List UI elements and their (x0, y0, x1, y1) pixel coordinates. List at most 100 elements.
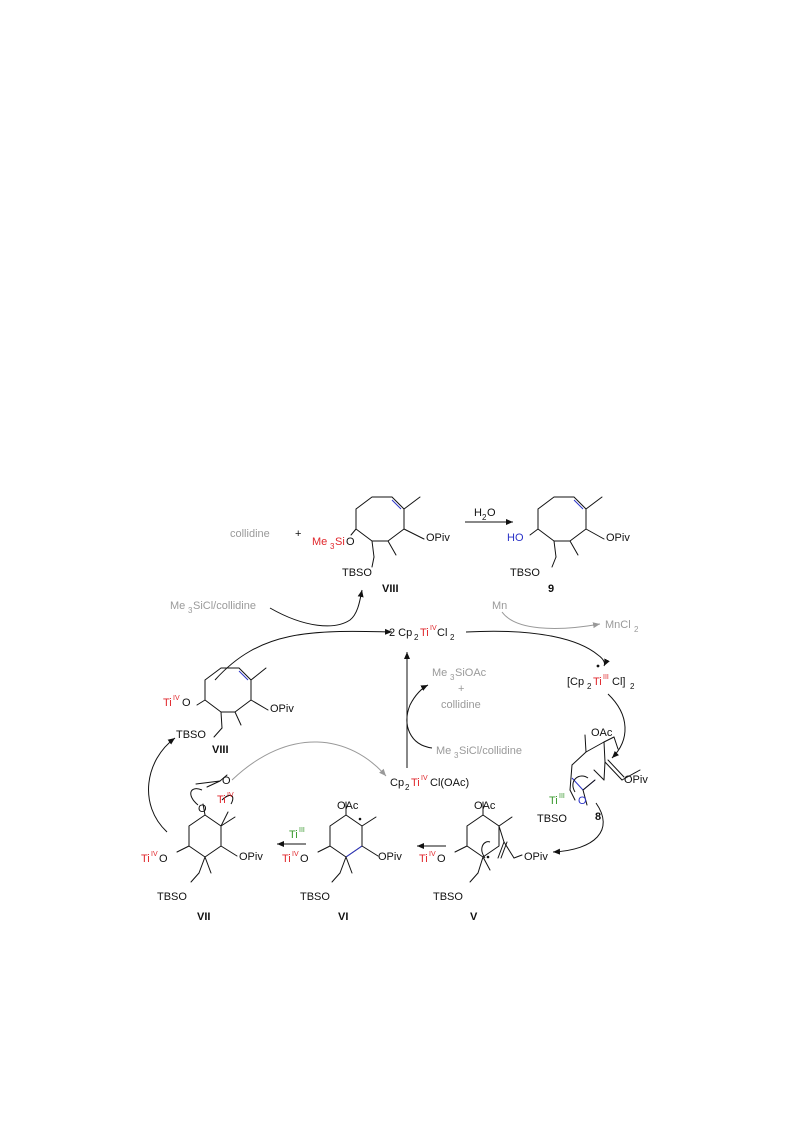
svg-text:Ti: Ti (420, 627, 429, 639)
acetate-transfer-arrow (231, 741, 387, 781)
svg-text:V: V (470, 911, 478, 923)
svg-text:[Cp: [Cp (567, 676, 584, 688)
svg-text:3: 3 (188, 606, 193, 615)
svg-text:TBSO: TBSO (510, 567, 540, 579)
cp2ticl-oac: Cp 2 Ti IV Cl(OAc) (390, 775, 469, 792)
svg-text:OAc: OAc (337, 800, 359, 812)
reduction-arrow (465, 630, 610, 667)
svg-text:H: H (474, 507, 482, 519)
svg-text:8: 8 (595, 811, 601, 823)
svg-text:TBSO: TBSO (342, 567, 372, 579)
svg-text:III: III (559, 793, 565, 800)
svg-text:Ti: Ti (141, 853, 150, 865)
svg-text:TBSO: TBSO (433, 891, 463, 903)
svg-text:OPiv: OPiv (524, 851, 548, 863)
svg-text:OPiv: OPiv (378, 851, 402, 863)
svg-text:Ti: Ti (282, 853, 291, 865)
svg-text:VII: VII (197, 911, 210, 923)
svg-text:Me: Me (170, 600, 185, 612)
svg-text:+: + (458, 683, 464, 695)
svg-text:9: 9 (548, 583, 554, 595)
mid-me3sicl-collidine: Me 3 SiCl/collidine (436, 745, 522, 760)
svg-text:O: O (578, 795, 587, 807)
svg-text:OPiv: OPiv (426, 532, 450, 544)
ti-iii-reagent: Ti III (289, 827, 305, 841)
svg-text:Me: Me (436, 745, 451, 757)
svg-text:Ti: Ti (411, 777, 420, 789)
svg-text:O: O (487, 507, 496, 519)
svg-text:2: 2 (405, 783, 410, 792)
svg-text:Ti: Ti (549, 795, 558, 807)
svg-text:2: 2 (450, 633, 455, 642)
svg-text:IV: IV (429, 851, 436, 858)
intermediate-vii: O O Ti IV Ti IV O OPiv TBSO VII (141, 774, 263, 923)
svg-text:Cl: Cl (437, 627, 447, 639)
svg-text:Ti: Ti (217, 794, 226, 806)
epoxide-substrate-8: OAc OPiv Ti III O TBSO 8 (537, 727, 648, 825)
mn-to-mncl2-arrow (501, 611, 601, 629)
svg-text:+: + (295, 528, 301, 540)
svg-text:2: 2 (414, 633, 419, 642)
svg-text:O: O (159, 853, 168, 865)
svg-text:Mn: Mn (492, 600, 507, 612)
svg-text:3: 3 (330, 542, 335, 551)
hydrolysis-arrow: H 2 O (465, 507, 513, 525)
top-byproduct-collidine: collidine + (230, 528, 301, 540)
epoxide-opening-arrow (607, 693, 626, 759)
svg-text:TBSO: TBSO (157, 891, 187, 903)
vii-to-viii-arrow (148, 737, 176, 833)
svg-text:VIII: VIII (382, 583, 399, 595)
svg-text:O: O (182, 697, 191, 709)
svg-text:collidine: collidine (441, 699, 481, 711)
svg-text:MnCl: MnCl (605, 619, 631, 631)
svg-text:Ti: Ti (289, 829, 298, 841)
me3sicl-collidine-reagent: Me 3 SiCl/collidine (170, 600, 256, 615)
svg-text:O: O (222, 775, 231, 787)
svg-text:SiOAc: SiOAc (455, 667, 487, 679)
radical-intermediate-vi: OAc Ti IV O OPiv TBSO VI (282, 800, 402, 923)
svg-text:SiCl/collidine: SiCl/collidine (193, 600, 256, 612)
8-to-v-arrow (552, 802, 604, 855)
svg-text:IV: IV (292, 851, 299, 858)
svg-text:2 Cp: 2 Cp (389, 627, 412, 639)
svg-text:TBSO: TBSO (176, 729, 206, 741)
silylation-branch-arrow (269, 589, 364, 627)
svg-text:Ti: Ti (419, 853, 428, 865)
compound-viii-silyl-ether: Me 3 Si O OPiv TBSO VIII (312, 496, 450, 595)
catalyst-regeneration-curl (406, 684, 433, 749)
svg-text:O: O (300, 853, 309, 865)
svg-text:SiCl/collidine: SiCl/collidine (459, 745, 522, 757)
svg-text:Cp: Cp (390, 777, 404, 789)
svg-text:Ti: Ti (163, 697, 172, 709)
svg-text:TBSO: TBSO (537, 813, 567, 825)
svg-text:OPiv: OPiv (239, 851, 263, 863)
svg-text:Si: Si (335, 536, 345, 548)
svg-text:OAc: OAc (591, 727, 613, 739)
svg-text:Me: Me (432, 667, 447, 679)
svg-text:O: O (198, 803, 207, 815)
radical-intermediate-v: OAc Ti IV O OPiv TBSO V (419, 800, 548, 923)
svg-text:IV: IV (151, 851, 158, 858)
svg-text:IV: IV (173, 695, 180, 702)
svg-text:O: O (437, 853, 446, 865)
svg-text:2: 2 (482, 513, 487, 522)
svg-text:IV: IV (421, 775, 428, 782)
compound-viii-ti-alkoxide: Ti IV O OPiv TBSO VIII (163, 667, 294, 756)
product-9: HO OPiv TBSO 9 (507, 496, 630, 595)
svg-text:OPiv: OPiv (270, 703, 294, 715)
svg-text:IV: IV (430, 625, 437, 632)
svg-text:3: 3 (454, 751, 459, 760)
svg-text:OPiv: OPiv (624, 774, 648, 786)
svg-text:2: 2 (630, 682, 635, 691)
svg-text:collidine: collidine (230, 528, 270, 540)
svg-text:III: III (603, 674, 609, 681)
svg-text:HO: HO (507, 532, 524, 544)
mn-reductant: Mn MnCl 2 (492, 600, 639, 634)
svg-text:O: O (346, 536, 355, 548)
svg-text:OAc: OAc (474, 800, 496, 812)
silylation-arrow (214, 628, 393, 681)
svg-text:Cl]: Cl] (612, 676, 625, 688)
svg-text:VIII: VIII (212, 744, 229, 756)
svg-text:3: 3 (450, 673, 455, 682)
titanocene-iii-dimer: [Cp 2 Ti III Cl] 2 (567, 664, 635, 691)
